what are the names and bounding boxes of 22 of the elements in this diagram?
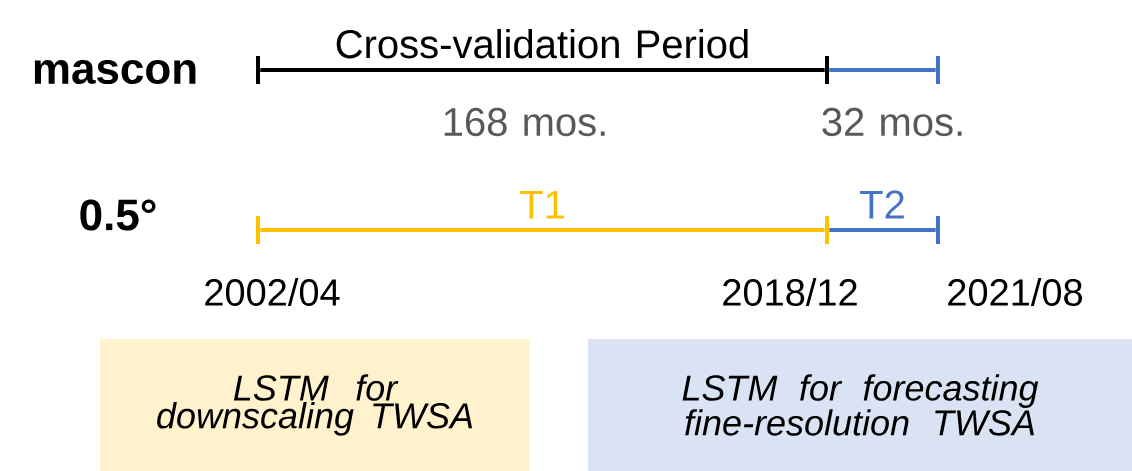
timeline-segment: [829, 68, 936, 72]
tick-mark: [825, 216, 829, 244]
tick-mark: [825, 56, 829, 84]
method-box: LSTM for downscaling TWSA: [100, 339, 530, 471]
timeline-label: mascon: [34, 59, 196, 85]
timeline-label: 2021/08: [948, 278, 1082, 306]
method-box: LSTM for forecasting fine-resolution TWSA: [588, 339, 1132, 471]
tick-mark: [256, 216, 260, 244]
timeline-label: 2018/12: [723, 278, 857, 306]
timeline-segment: [260, 68, 825, 72]
timeline-label: 2002/04: [205, 278, 340, 306]
timeline-segment: [829, 228, 936, 232]
edge-label: T1: [517, 189, 568, 220]
tick-mark: [936, 216, 940, 244]
timeline-label: 32 mos.: [822, 107, 962, 137]
timeline-label: 0.5°: [80, 199, 156, 231]
tick-mark: [936, 56, 940, 84]
timeline-label: 168 mos.: [444, 107, 605, 137]
timeline-segment: [260, 228, 825, 232]
tick-mark: [256, 56, 260, 84]
edge-label: Cross-validation Period: [333, 27, 752, 60]
edge-label: T2: [857, 189, 908, 220]
